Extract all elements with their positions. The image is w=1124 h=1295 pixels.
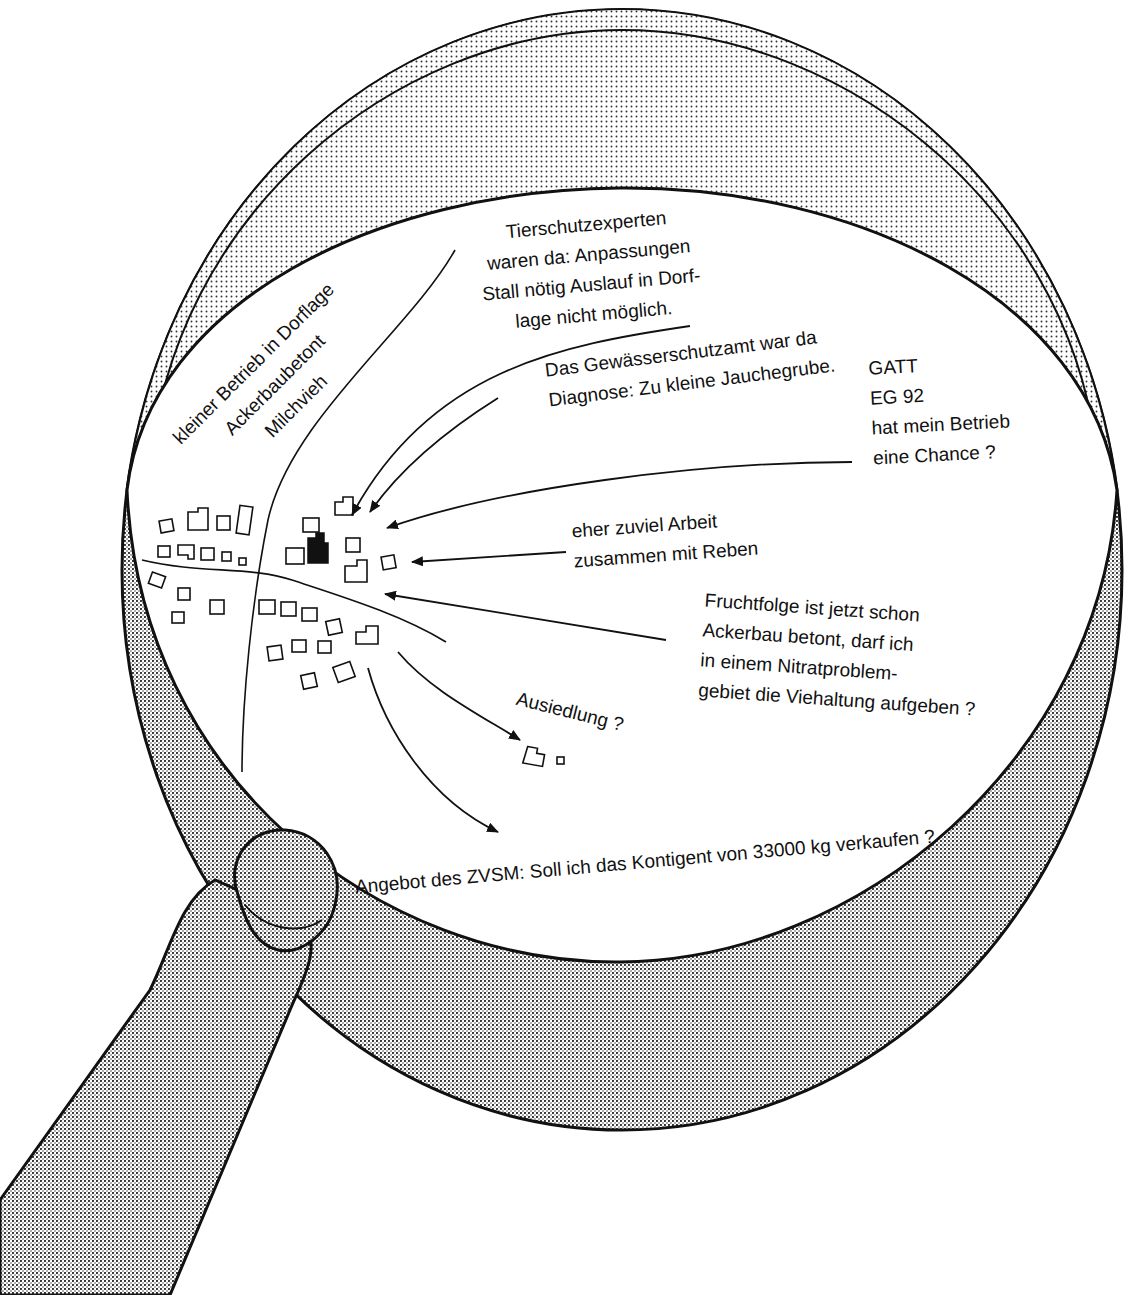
annotation: Das Gewässerschutzamt war da Diagnose: Z… [543,321,837,416]
handle-knob [235,830,338,951]
arrow [385,594,666,640]
annotation: Angebot des ZVSM: Soll ich das Kontigent… [354,822,936,903]
annotation: eher zuviel Arbeit zusammen mit Reben [571,504,760,577]
arrow [398,652,520,740]
arrow [368,668,498,832]
knob-edge [245,905,322,928]
annotation: Ausiedlung ? [513,684,627,740]
annotation: kleiner Betrieb in Dorflage Ackerbaubeto… [166,276,384,494]
annotation: Fruchtfolge ist jetzt schon Ackerbau bet… [697,585,982,724]
arrow [412,552,566,562]
road [142,560,446,642]
annotation: GATT EG 92 hat mein Betrieb eine Chance … [868,346,1012,473]
buildings [148,497,564,766]
lens [127,188,1117,962]
farm-building [308,533,328,563]
annotation: Tierschutzexperten waren da: Anpassungen… [476,201,704,340]
arrow [370,398,498,512]
roads [142,250,455,772]
